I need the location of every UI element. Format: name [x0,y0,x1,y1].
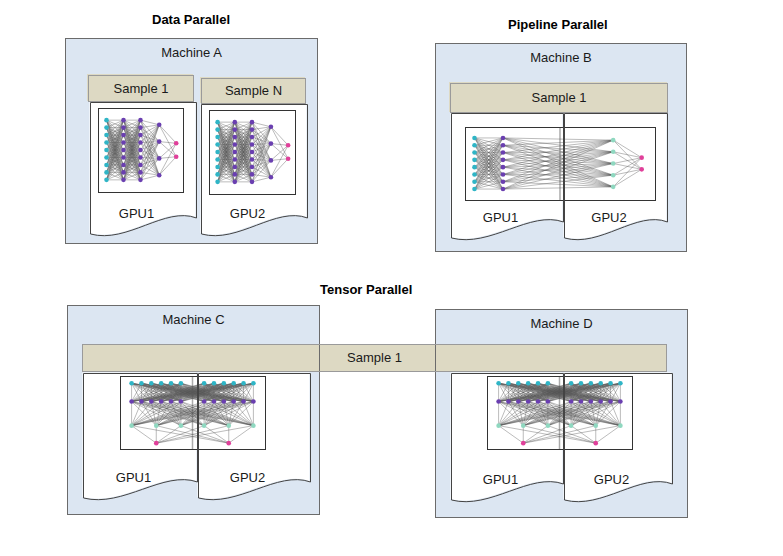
gpu-document: GPU1 [451,373,564,508]
sample-band: Sample 1 [450,83,668,113]
document-outline [451,373,564,508]
neural-network [104,118,178,182]
sample-band: Sample 1 [88,75,194,102]
machine-box: Machine D GPU1 GPU2 [435,309,688,518]
sample-name: Sample 1 [347,350,402,366]
gpu-name: GPU2 [230,470,265,486]
gpu-document: GPU2 [198,373,311,506]
band-fill [87,74,193,101]
gpu-name: GPU1 [116,470,151,486]
gpu-name: GPU2 [230,206,265,222]
machine-fill [435,309,688,518]
band-fill [449,82,667,112]
document-outline [564,373,673,508]
gpu-document: GPU1 [90,102,197,242]
machine-box: Machine A Sample 1 Sample N GPU1 GPU2 [65,38,318,244]
network-frame [466,128,656,201]
gpu-name: GPU2 [591,210,626,226]
gpu-name: GPU1 [483,472,518,488]
neural-network [129,377,255,449]
sample-band: Sample N [201,78,306,104]
sample-name: Sample 1 [532,90,587,106]
machine-name: Machine A [161,45,222,61]
gpu-document: GPU2 [564,113,668,246]
gpu-name: GPU2 [594,472,629,488]
network-frame [121,377,266,450]
document-outline [451,113,564,246]
gpu-name: GPU1 [119,206,154,222]
document-outline [83,373,198,506]
document-outline [201,104,308,242]
gpu-name: GPU1 [483,210,518,226]
network-frame [488,377,633,450]
band-fill [200,77,305,103]
machine-fill [65,38,318,244]
band-fill [82,344,667,372]
machine-box: Machine B Sample 1 GPU1 GPU2 [435,43,687,252]
sample-name: Sample 1 [114,81,169,97]
gpu-document: GPU1 [83,373,198,506]
section-title: Pipeline Parallel [508,17,608,33]
machine-name: Machine C [162,312,224,328]
gpu-document: GPU2 [564,373,673,508]
sample-band: Sample 1 [82,344,667,372]
neural-network [472,128,644,200]
sample-name: Sample N [225,83,282,99]
document-outline [198,373,311,506]
gpu-document: GPU2 [201,104,308,242]
document-outline [564,113,668,246]
neural-network [496,377,622,449]
document-fill [201,104,307,235]
section-title: Tensor Parallel [320,282,412,298]
network-frame [99,109,184,193]
document-fill [90,102,196,235]
machine-fill [67,305,320,515]
neural-network [215,120,290,184]
gpu-document: GPU1 [451,113,564,246]
section-title: Data Parallel [152,12,230,28]
machine-name: Machine D [530,316,592,332]
network-frame [210,111,296,195]
machine-fill [435,43,687,252]
machine-box: Machine C GPU1 GPU2 [67,305,320,515]
machine-name: Machine B [530,50,591,66]
